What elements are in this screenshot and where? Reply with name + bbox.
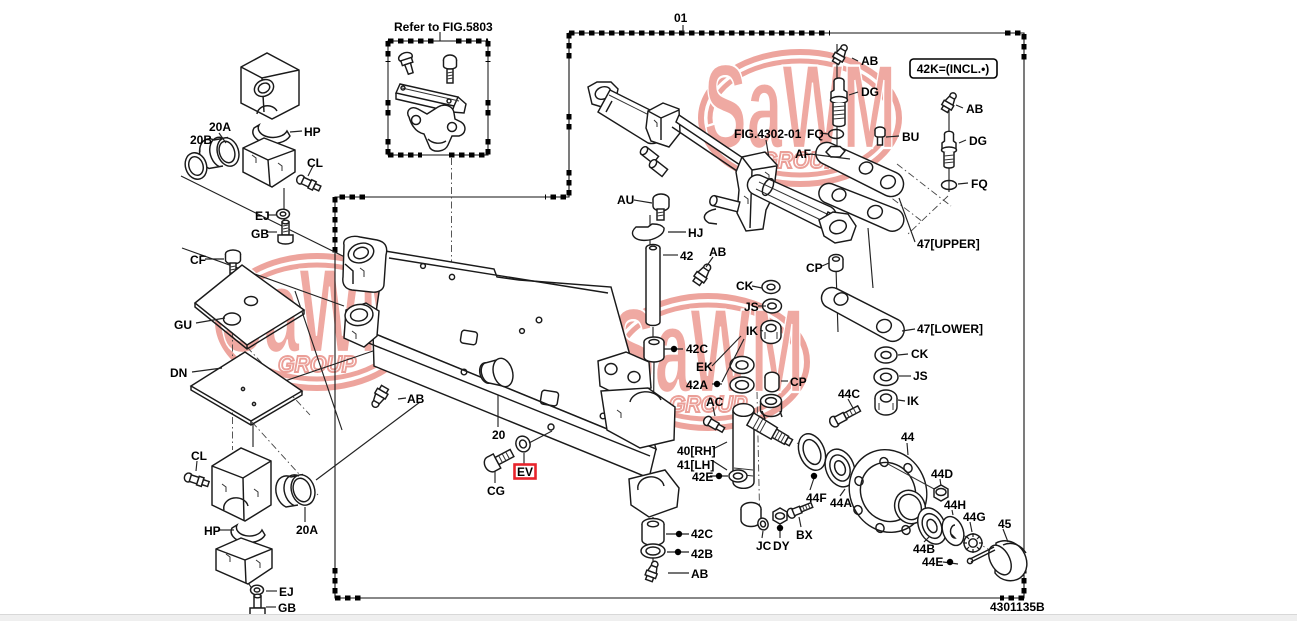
svg-text:44A: 44A <box>830 496 852 510</box>
svg-text:BX: BX <box>796 528 813 542</box>
svg-text:DY: DY <box>773 539 790 553</box>
svg-text:CP: CP <box>790 375 807 389</box>
svg-text:EV: EV <box>517 465 533 479</box>
svg-text:44C: 44C <box>838 387 860 401</box>
svg-text:CK: CK <box>911 347 929 361</box>
svg-text:JC: JC <box>756 539 772 553</box>
svg-text:CF: CF <box>190 253 206 267</box>
svg-text:AU: AU <box>617 193 634 207</box>
svg-text:44H: 44H <box>944 498 966 512</box>
svg-text:DN: DN <box>170 366 187 380</box>
svg-text:47[UPPER]: 47[UPPER] <box>917 237 980 251</box>
svg-text:FQ: FQ <box>971 177 988 191</box>
svg-text:45: 45 <box>998 517 1012 531</box>
svg-text:IK: IK <box>907 394 919 408</box>
svg-text:20B: 20B <box>190 133 212 147</box>
svg-text:BU: BU <box>902 130 919 144</box>
svg-text:42B: 42B <box>691 547 713 561</box>
svg-text:42C: 42C <box>691 527 713 541</box>
svg-text:44G: 44G <box>963 510 986 524</box>
svg-text:01: 01 <box>674 11 688 25</box>
svg-text:44E: 44E <box>922 555 943 569</box>
svg-text:JS: JS <box>913 369 928 383</box>
svg-text:IK: IK <box>746 324 758 338</box>
svg-text:47[LOWER]: 47[LOWER] <box>917 322 983 336</box>
svg-text:4301135B: 4301135B <box>990 600 1045 614</box>
svg-text:EJ: EJ <box>279 585 294 599</box>
svg-text:HJ: HJ <box>688 226 703 240</box>
svg-text:44D: 44D <box>931 467 953 481</box>
svg-text:20A: 20A <box>209 120 231 134</box>
svg-text:EK: EK <box>696 360 713 374</box>
svg-text:HP: HP <box>204 524 221 538</box>
svg-text:CP: CP <box>806 261 823 275</box>
svg-text:42C: 42C <box>686 342 708 356</box>
svg-text:AF: AF <box>795 147 811 161</box>
svg-text:44: 44 <box>901 430 915 444</box>
svg-text:GB: GB <box>278 601 296 615</box>
svg-text:20A: 20A <box>296 523 318 537</box>
svg-text:FIG.4302-01: FIG.4302-01 <box>734 127 802 141</box>
svg-text:DG: DG <box>969 134 987 148</box>
svg-text:HP: HP <box>304 125 321 139</box>
svg-text:AB: AB <box>407 392 425 406</box>
svg-text:AB: AB <box>861 54 879 68</box>
svg-text:AB: AB <box>691 567 709 581</box>
svg-text:EJ: EJ <box>255 209 270 223</box>
svg-text:GU: GU <box>174 318 192 332</box>
svg-text:Refer to FIG.5803: Refer to FIG.5803 <box>394 20 493 34</box>
svg-text:JS: JS <box>744 300 759 314</box>
svg-text:DG: DG <box>861 85 879 99</box>
svg-text:AB: AB <box>709 245 727 259</box>
svg-text:AC: AC <box>706 395 724 409</box>
svg-text:GROUP: GROUP <box>278 351 357 377</box>
svg-text:42: 42 <box>680 249 694 263</box>
svg-text:CL: CL <box>191 449 207 463</box>
svg-text:42A: 42A <box>686 378 708 392</box>
svg-text:CK: CK <box>736 279 754 293</box>
svg-text:42K=(INCL.•): 42K=(INCL.•) <box>917 62 990 76</box>
svg-text:41[LH]: 41[LH] <box>677 458 714 472</box>
svg-text:AB: AB <box>966 102 984 116</box>
svg-text:44F: 44F <box>806 491 827 505</box>
svg-text:CG: CG <box>487 484 505 498</box>
svg-text:20: 20 <box>492 428 506 442</box>
svg-text:42E: 42E <box>692 470 713 484</box>
svg-text:GB: GB <box>251 227 269 241</box>
svg-text:CL: CL <box>307 156 323 170</box>
svg-text:FQ: FQ <box>807 127 824 141</box>
svg-text:40[RH]: 40[RH] <box>677 444 716 458</box>
svg-text:44B: 44B <box>913 542 935 556</box>
